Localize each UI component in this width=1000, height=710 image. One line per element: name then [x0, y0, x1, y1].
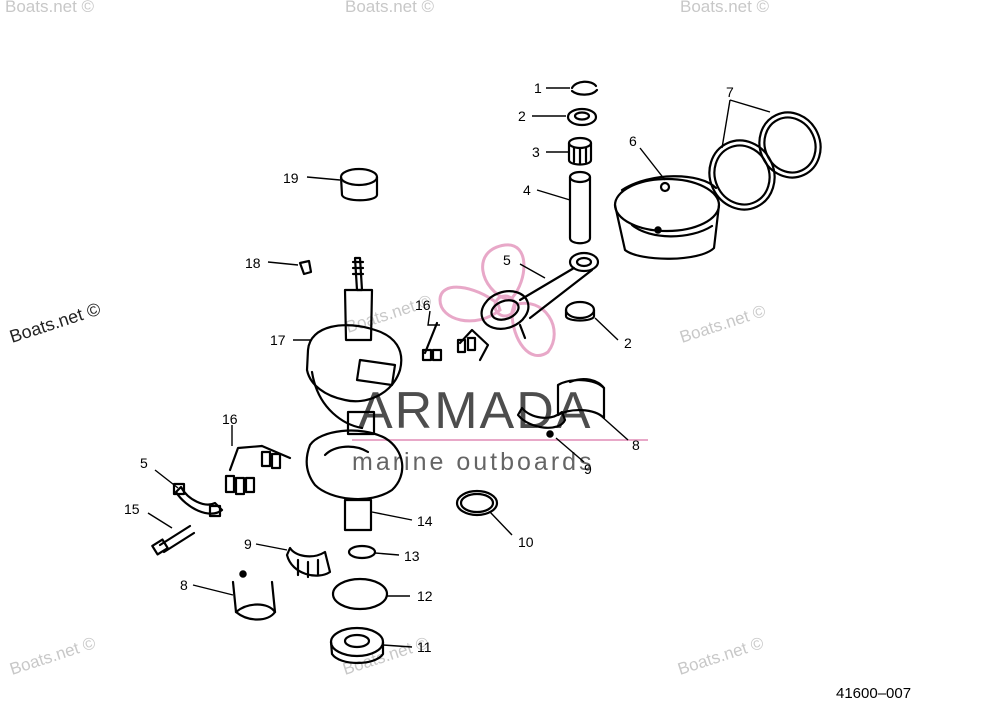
callout-8-right: 8 — [632, 437, 640, 453]
leader-lines — [147, 87, 771, 648]
callout-labels: 1 2 3 4 5 6 7 2 16 19 18 17 16 5 15 9 8 … — [124, 80, 734, 655]
watermark-top-mid: Boats.net © — [345, 0, 435, 16]
part-oil-seal — [329, 626, 385, 665]
callout-19: 19 — [283, 170, 299, 186]
callout-1: 1 — [534, 80, 542, 96]
callout-18: 18 — [245, 255, 261, 271]
part-bearing-right — [516, 406, 567, 438]
callout-14: 14 — [417, 513, 433, 529]
watermarks: Boats.net © Boats.net © Boats.net © Boat… — [5, 0, 770, 679]
watermark-top-right: Boats.net © — [680, 0, 770, 16]
part-crankshaft — [305, 256, 404, 532]
part-retaining-ring — [455, 489, 499, 517]
callout-5-top: 5 — [503, 252, 511, 268]
callout-5-bottom: 5 — [140, 455, 148, 471]
part-rod-needle-bearing-upper — [421, 321, 490, 362]
part-bearing-race-lower — [231, 570, 277, 621]
callout-2-top: 2 — [518, 108, 526, 124]
watermark-bottom-left: Boats.net © — [7, 633, 98, 679]
callout-2-bottom: 2 — [624, 335, 632, 351]
part-lower-main-bearing — [285, 546, 332, 579]
part-upper-bearing — [339, 167, 379, 202]
callout-16-top: 16 — [415, 297, 431, 313]
logo-word: ARMADA — [358, 382, 592, 440]
callout-13: 13 — [404, 548, 420, 564]
part-woodruff-key — [298, 259, 313, 276]
callout-4: 4 — [523, 182, 531, 198]
part-rod-bolt — [151, 524, 196, 556]
armada-logo: ARMADA marine outboards — [352, 382, 648, 476]
watermark-left: Boats.net © — [7, 299, 103, 347]
part-piston-rings — [708, 111, 822, 211]
callout-9-right: 9 — [584, 461, 592, 477]
part-rod-cap — [172, 482, 224, 518]
part-o-ring-small — [347, 544, 377, 560]
callout-6: 6 — [629, 133, 637, 149]
part-o-ring-large — [331, 577, 389, 611]
callout-15: 15 — [124, 501, 140, 517]
part-rod-needle-bearing-lower — [224, 444, 292, 496]
part-piston — [613, 175, 721, 260]
callout-8-left: 8 — [180, 577, 188, 593]
callout-11: 11 — [417, 639, 432, 655]
part-needle-bearing-small — [567, 136, 593, 166]
callout-17: 17 — [270, 332, 286, 348]
watermark-right: Boats.net © — [677, 301, 768, 347]
part-thrust-washer-top — [566, 107, 598, 127]
diagram-code: 41600–007 — [836, 685, 911, 702]
parts — [151, 80, 822, 665]
watermark-bottom-right: Boats.net © — [675, 633, 766, 679]
part-retaining-clip — [570, 80, 599, 96]
callout-7: 7 — [726, 84, 734, 100]
callout-9-left: 9 — [244, 536, 252, 552]
watermark-top-left: Boats.net © — [5, 0, 95, 16]
callout-12: 12 — [417, 588, 433, 604]
part-connecting-rod — [480, 251, 600, 340]
callout-10: 10 — [518, 534, 534, 550]
part-piston-pin — [568, 170, 592, 245]
callout-3: 3 — [532, 144, 540, 160]
callout-16-bottom: 16 — [222, 411, 238, 427]
part-thrust-washer-bottom — [564, 300, 596, 322]
propeller-logo-icon — [438, 243, 556, 358]
logo-subtitle: marine outboards — [352, 448, 595, 476]
